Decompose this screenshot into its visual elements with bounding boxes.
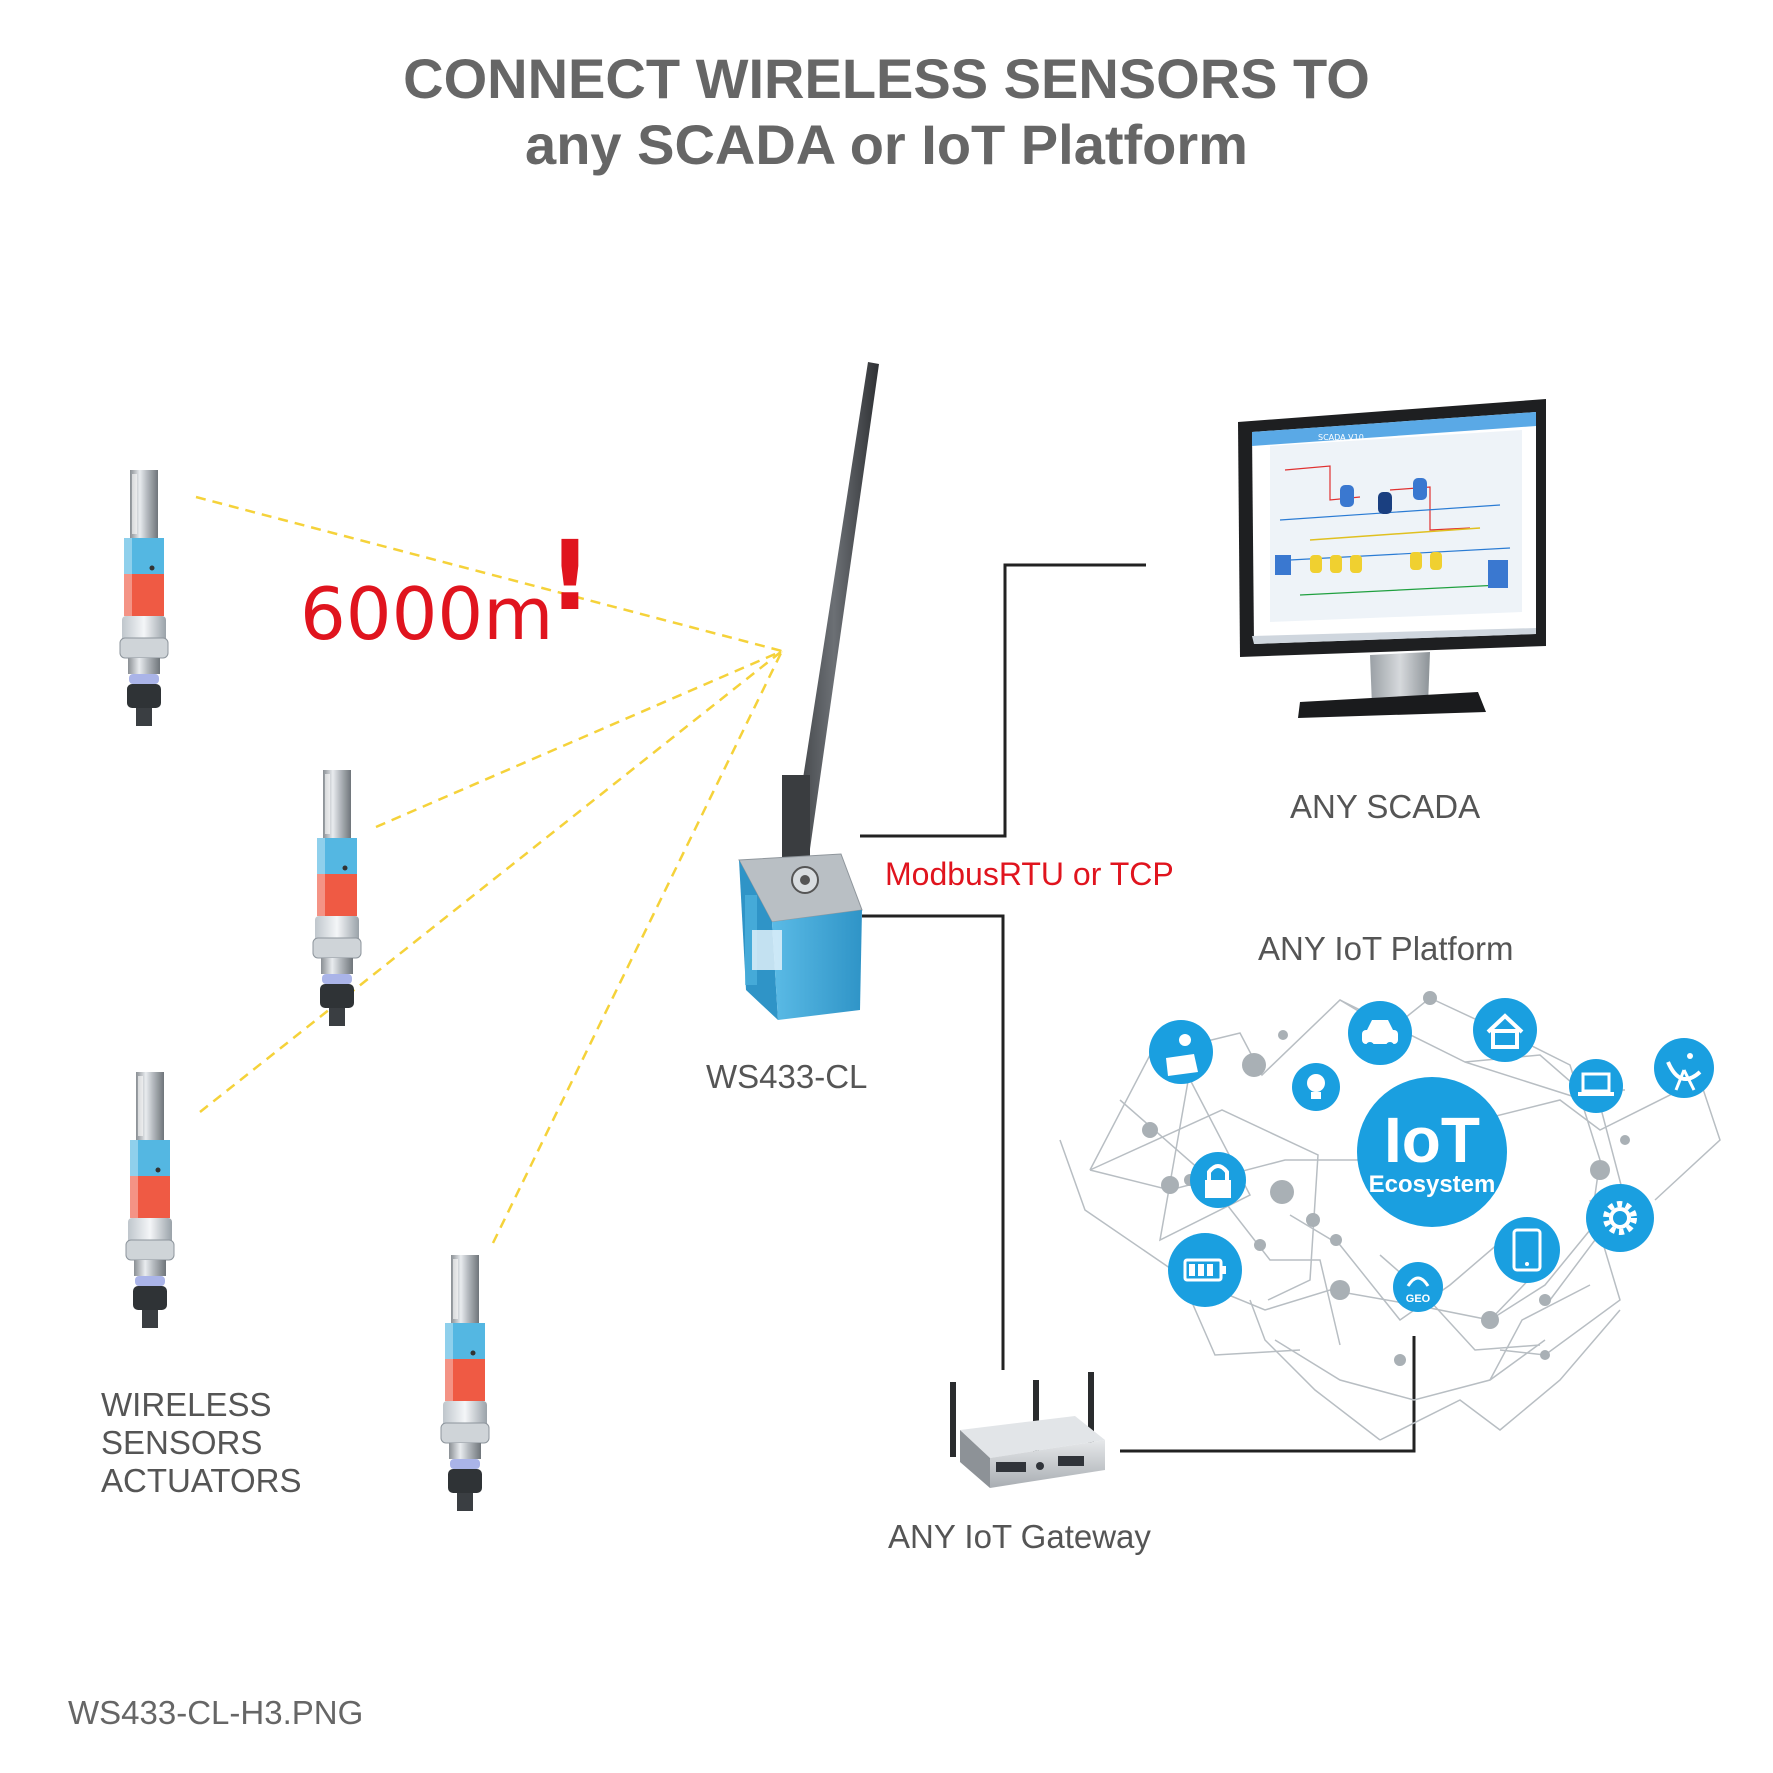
radio-link — [491, 650, 784, 1244]
geo-label: GEO — [1406, 1293, 1431, 1305]
iot-ecosystem: IoT Ecosystem — [1059, 991, 1721, 1441]
radio-links — [195, 495, 784, 1244]
iot-gateway-device — [950, 1372, 1105, 1488]
iot-hub-title: IoT — [1384, 1104, 1480, 1176]
home-icon — [1473, 998, 1537, 1062]
iot-hub-subtitle: Ecosystem — [1369, 1171, 1496, 1198]
range-value: 6000m — [300, 572, 554, 656]
sensors-label-line-3: ACTUATORS — [101, 1462, 302, 1499]
antenna — [789, 362, 879, 870]
geo-signal-icon: GEO — [1393, 1262, 1443, 1312]
protocol-label: ModbusRTU or TCP — [885, 856, 1174, 892]
scada-window-title: SCADA V10 — [1318, 433, 1364, 442]
wireless-sensor — [119, 469, 169, 727]
ws433-cl-device — [738, 362, 879, 1020]
radio-link — [375, 649, 783, 829]
link-to-scada — [860, 563, 1146, 838]
satellite-dish-icon — [1654, 1038, 1714, 1098]
wired-links — [860, 563, 1416, 1453]
scada-monitor: SCADA V10 — [1238, 399, 1546, 718]
iot-gateway-label: ANY IoT Gateway — [888, 1518, 1151, 1555]
wireless-sensor — [312, 769, 362, 1027]
link-gateway-to-iot — [1120, 1336, 1416, 1453]
sensors-label-line-1: WIRELESS — [101, 1386, 272, 1423]
wireless-sensor — [125, 1071, 175, 1329]
radio-link — [199, 650, 783, 1113]
smartphone-icon — [1494, 1217, 1560, 1283]
iot-platform-label: ANY IoT Platform — [1258, 930, 1514, 967]
wireless-sensor — [440, 1254, 490, 1512]
link-to-gateway — [862, 914, 1005, 1370]
range-exclamation: ! — [548, 520, 592, 632]
title-line-1: CONNECT WIRELESS SENSORS TO — [403, 47, 1370, 110]
lock-icon — [1190, 1152, 1246, 1208]
laptop-icon — [1569, 1059, 1623, 1113]
filename-label: WS433-CL-H3.PNG — [68, 1694, 364, 1731]
title-line-2: any SCADA or IoT Platform — [525, 113, 1248, 176]
solar-panel-icon — [1149, 1020, 1213, 1084]
scada-label: ANY SCADA — [1290, 788, 1481, 825]
sensors-label-line-2: SENSORS — [101, 1424, 263, 1461]
car-icon — [1348, 1001, 1412, 1065]
gear-icon — [1586, 1184, 1654, 1252]
battery-icon — [1168, 1233, 1242, 1307]
ws433-cl-label: WS433-CL — [706, 1058, 868, 1095]
lightbulb-icon — [1292, 1063, 1340, 1111]
iot-hub — [1357, 1077, 1507, 1227]
